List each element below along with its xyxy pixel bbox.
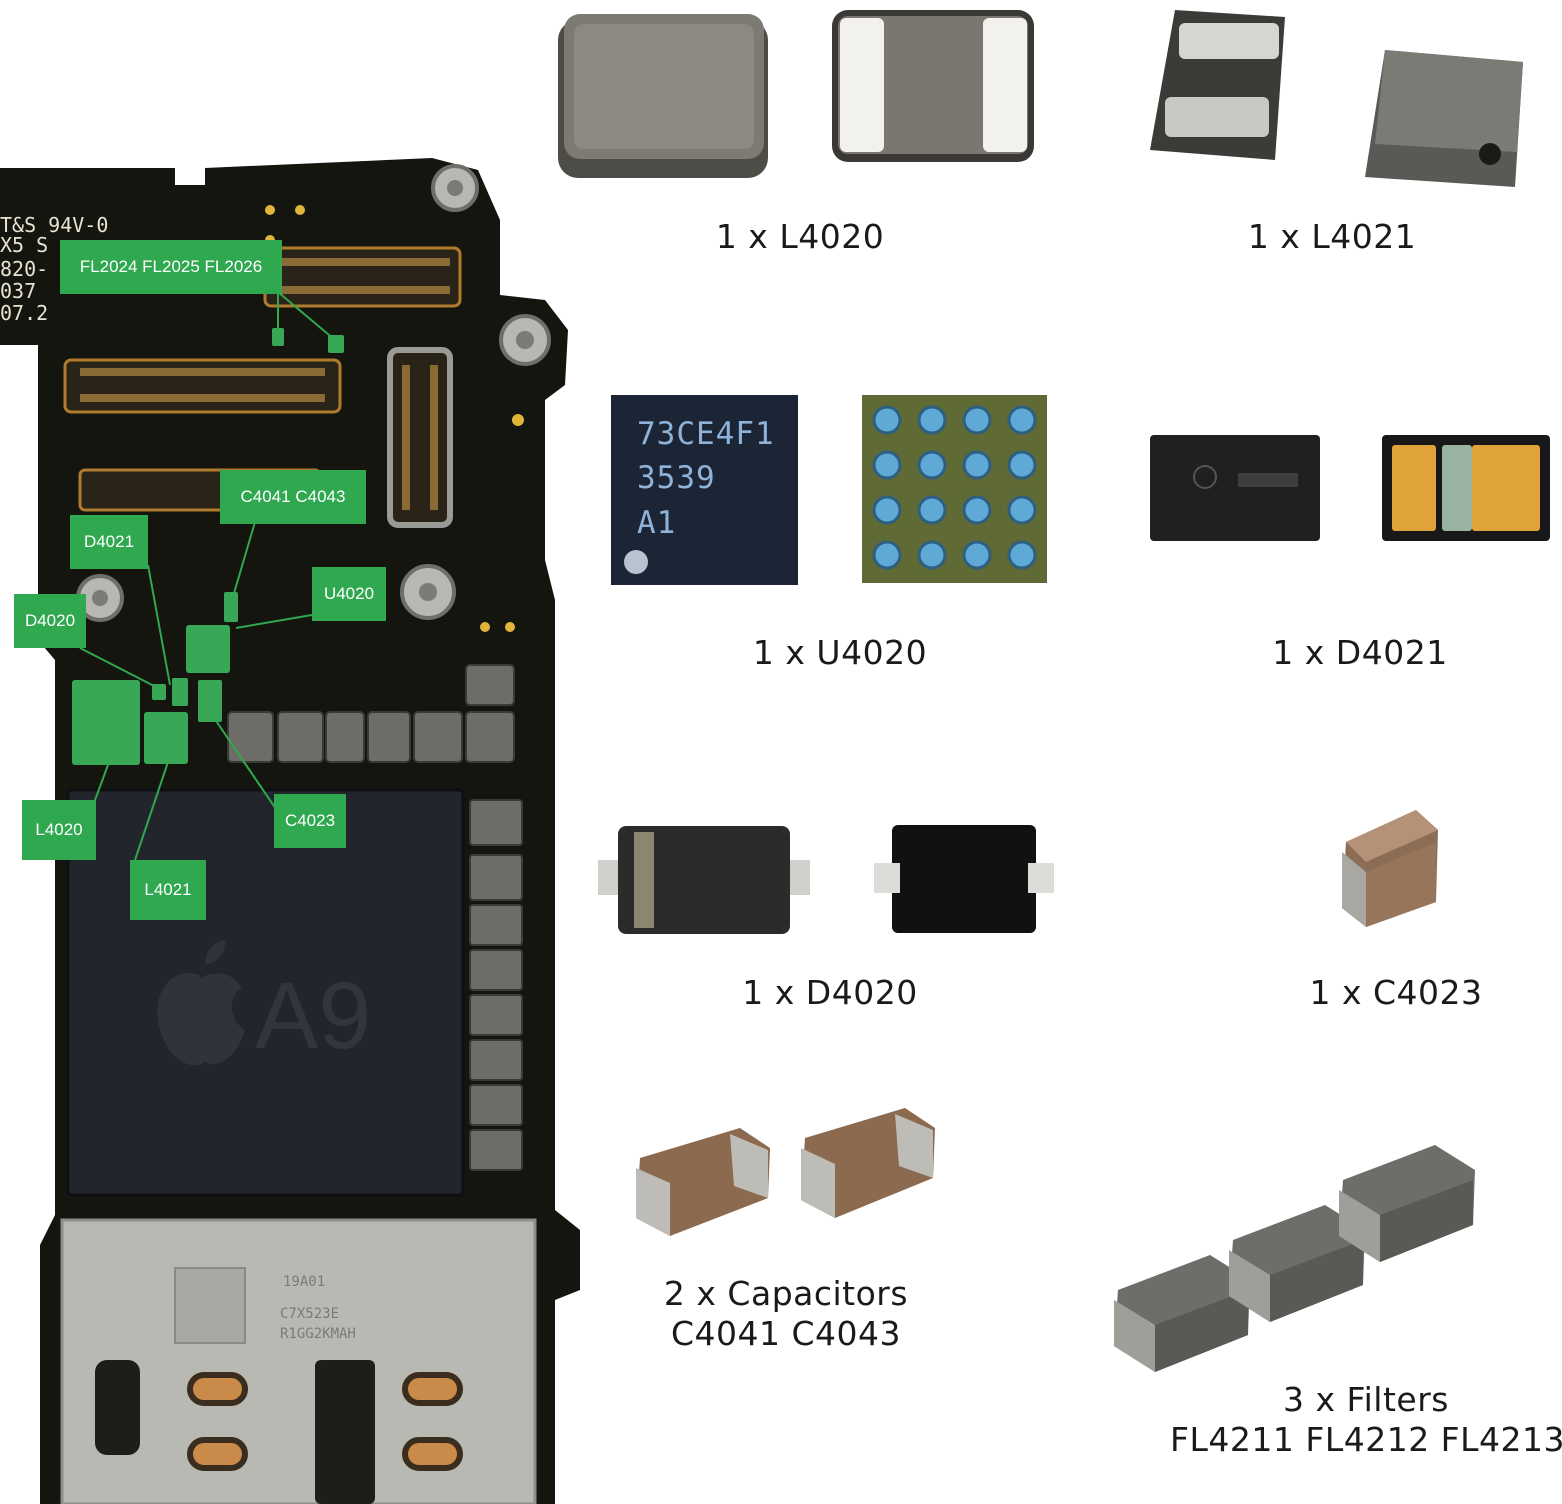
u4020-marking-line2: 3539 [637, 460, 716, 496]
screw-centers [92, 180, 534, 606]
caption-filters-ids: FL4211 FL4212 FL4213 [1170, 1420, 1562, 1459]
inductor-pads [227, 664, 515, 763]
logic-board-illustration: A9 T&S 94V-0 X5 S 820- 037 07.2 19A01 C7… [0, 158, 580, 1504]
connector-pins-top [275, 258, 450, 294]
callout-fl2024-fl2025-fl2026: FL2024 FL2025 FL2026 [60, 240, 282, 294]
caption-c4023: 1 x C4023 [1309, 973, 1483, 1012]
svg-text:T&S 94V-0: T&S 94V-0 [0, 213, 108, 237]
fl4213-filter [1339, 1145, 1475, 1262]
u4020-marking-line3: A1 [637, 505, 677, 541]
connector-pins-middle [80, 368, 325, 402]
u4020-marking-line1: 73CE4F1 [637, 416, 775, 452]
shield-marking: 19A01 C7X523E R1GG2KMAH [280, 1274, 356, 1342]
right-pad-column [469, 799, 523, 1171]
caption-l4021: 1 x L4021 [1247, 217, 1417, 256]
svg-text:037: 037 [0, 279, 36, 303]
d4020-diode-bottom [874, 825, 1054, 933]
l4021-inductor-top [1150, 10, 1285, 160]
shield-contacts [187, 1372, 463, 1471]
l4021-inductor-bottom [1365, 50, 1523, 187]
callout-l4020: L4020 [22, 800, 96, 860]
u4020-chip-top: 73CE4F1 3539 A1 [611, 395, 798, 585]
callout-d4021: D4021 [70, 515, 148, 569]
fl4211-filter [1114, 1255, 1250, 1372]
c4041-capacitor [636, 1128, 770, 1236]
datamatrix-code [174, 1267, 246, 1344]
caption-d4020: 1 x D4020 [742, 973, 918, 1012]
callout-c4023: C4023 [274, 794, 346, 848]
caption-l4020: 1 x L4020 [715, 217, 885, 256]
connector-middle [63, 358, 342, 414]
svg-text:X5 S: X5 S [0, 233, 48, 257]
soc-marking: A9 [255, 963, 371, 1069]
caption-d4021: 1 x D4021 [1272, 633, 1448, 672]
svg-text:C7X523E: C7X523E [280, 1306, 339, 1322]
c4023-capacitor [1342, 810, 1438, 927]
bga-solder-balls [872, 405, 1037, 570]
callout-u4020: U4020 [312, 567, 386, 621]
d4020-diode-top [598, 826, 810, 934]
callout-d4020: D4020 [14, 594, 86, 648]
u4020-chip-bga [862, 395, 1047, 583]
svg-text:19A01: 19A01 [283, 1274, 325, 1290]
fl4212-filter [1229, 1205, 1365, 1322]
c4043-capacitor [801, 1108, 935, 1218]
svg-text:820-: 820- [0, 257, 48, 281]
caption-capacitors-count: 2 x Capacitors [663, 1274, 909, 1313]
callout-leaders [79, 291, 336, 861]
connector-vertical [387, 347, 453, 528]
connector-pins-vertical [402, 365, 438, 510]
l4020-inductor-bottom [832, 10, 1034, 162]
apple-logo-icon [157, 940, 245, 1066]
d4021-diode-bottom [1382, 435, 1550, 541]
silkscreen-text: T&S 94V-0 X5 S 820- 037 07.2 [0, 213, 108, 325]
l4020-inductor-top [558, 14, 768, 178]
shield-vents [95, 1360, 375, 1504]
connector-top [263, 246, 462, 308]
caption-u4020: 1 x U4020 [752, 633, 928, 672]
caption-filters-count: 3 x Filters [1283, 1380, 1449, 1419]
pin1-dot-icon [624, 550, 648, 574]
caption-capacitors-ids: C4041 C4043 [670, 1314, 902, 1353]
callout-c4041-c4043: C4041 C4043 [220, 470, 366, 524]
svg-text:07.2: 07.2 [0, 301, 48, 325]
highlighted-parts [72, 328, 344, 765]
callout-l4021: L4021 [130, 860, 206, 920]
svg-text:R1GG2KMAH: R1GG2KMAH [280, 1326, 356, 1342]
d4021-diode-top [1150, 435, 1320, 541]
